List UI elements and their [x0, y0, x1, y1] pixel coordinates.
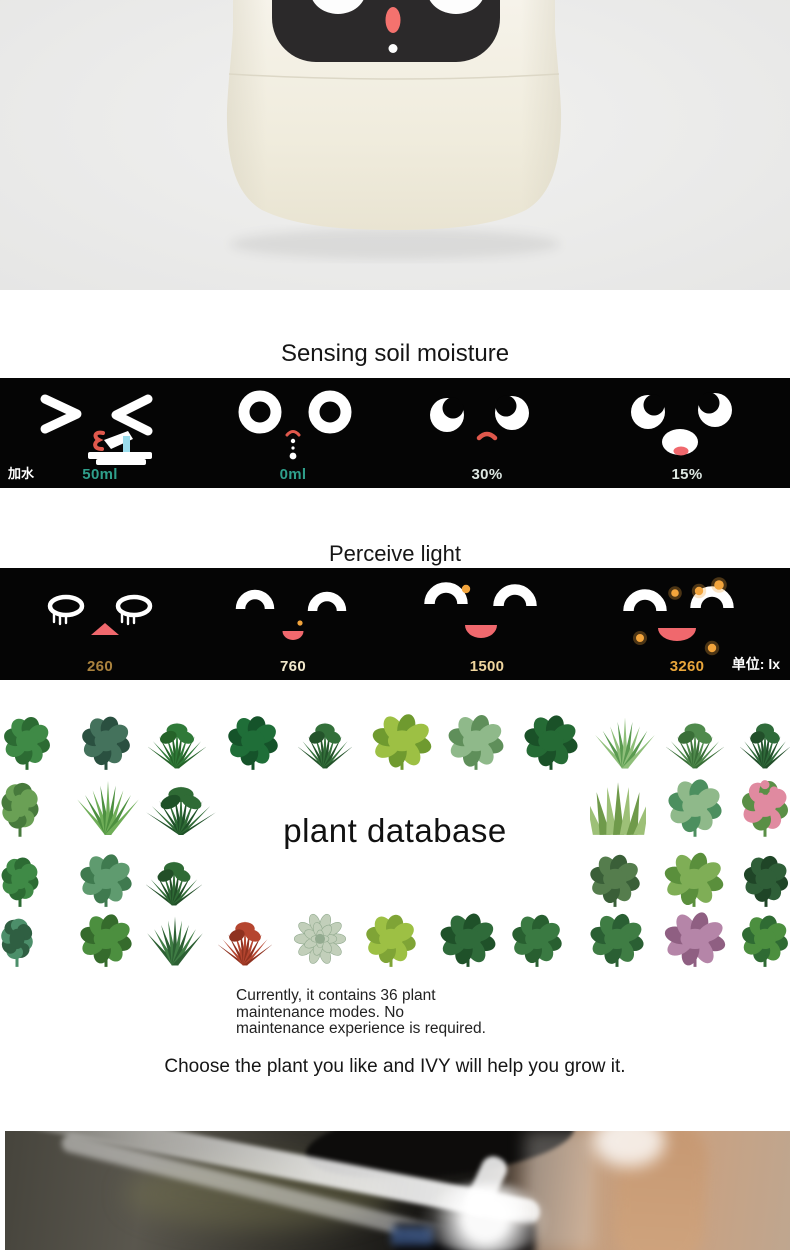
- mouth-dot: [388, 44, 398, 53]
- plant-thumbnail-bush: [370, 713, 434, 771]
- expression-face-squint_watering: 50ml: [10, 378, 190, 488]
- plant-database-grid: plant database: [0, 700, 790, 980]
- plant-thumbnail-bush: [0, 852, 40, 908]
- plant-thumbnail-bush: [80, 713, 132, 771]
- unit-label: 单位: lx: [731, 656, 780, 672]
- face-value-label: 15%: [671, 466, 703, 483]
- plant-thumbnail-bush: [446, 713, 506, 771]
- device-seam: [228, 73, 560, 80]
- worried_muzzle-icon: [631, 392, 732, 456]
- hero-product-photo: [0, 0, 790, 290]
- expression-face-happy_big: 1500: [397, 568, 577, 680]
- plant-modes-caption: Currently, it contains 36 plant maintena…: [236, 987, 536, 1038]
- expression-face-worried_muzzle: 15%: [597, 378, 777, 488]
- plant-thumbnail-bush: [438, 912, 498, 968]
- expression-face-sleepy: 260: [10, 568, 190, 680]
- expression-face-happy_small: 760: [203, 568, 383, 680]
- worried-icon: [430, 395, 529, 441]
- plant-thumbnail-bush: [666, 776, 724, 838]
- water-pouring-photo: [5, 1131, 790, 1250]
- plant-thumbnail-fern: [144, 852, 204, 908]
- plant-thumbnail-bush: [78, 852, 134, 908]
- face-value-label: 50ml: [82, 466, 118, 483]
- round_drip-icon: [238, 390, 352, 460]
- plant-thumbnail-bush: [2, 713, 52, 771]
- caption-line: maintenance experience is required.: [236, 1020, 486, 1038]
- caption-line: Currently, it contains 36 plant: [236, 987, 436, 1004]
- plant-thumbnail-bush: [0, 912, 34, 968]
- plant-thumbnail-succulent: [292, 912, 348, 968]
- plant-thumbnail-bush: [742, 852, 790, 908]
- plant-thumbnail-fern: [216, 912, 274, 968]
- plant-thumbnail-bush: [662, 852, 726, 908]
- plant-thumbnail-bush: [522, 713, 580, 771]
- sleepy-icon: [47, 594, 153, 635]
- expression-face-happy_sparkle: 3260: [597, 568, 777, 680]
- plant-thumbnail-bush: [588, 852, 642, 908]
- plant-thumbnail-spiky: [76, 776, 140, 838]
- happy_big-icon: [424, 582, 537, 638]
- plant-thumbnail-snake: [585, 776, 651, 838]
- plant-thumbnail-bush: [662, 912, 728, 968]
- face-value-label: 1500: [469, 658, 505, 675]
- plant-thumbnail-bush: [364, 912, 418, 968]
- plant-thumbnail-bush: [510, 912, 564, 968]
- plant-thumbnail-flower: [740, 776, 790, 838]
- plant-thumbnail-spiky: [594, 713, 656, 771]
- section-title-light: Perceive light: [328, 541, 462, 567]
- squint_watering-icon: [40, 394, 153, 465]
- plant-thumbnail-fern: [296, 713, 354, 771]
- plant-thumbnail-fern: [146, 713, 208, 771]
- device-screen: [272, 0, 500, 62]
- expression-face-worried: 30%: [397, 378, 577, 488]
- expression-face-round_drip: 0ml: [203, 378, 383, 488]
- plant-thumbnail-bush: [0, 776, 40, 838]
- plant-thumbnail-fern: [664, 713, 726, 771]
- section-title-moisture: Sensing soil moisture: [280, 339, 510, 367]
- plant-thumbnail-spiky: [146, 912, 204, 968]
- face-value-label: 3260: [669, 658, 705, 675]
- light-expression-strip: 单位: lx 260 760 1500 3260: [0, 568, 790, 680]
- plant-thumbnail-bush: [740, 912, 790, 968]
- happy_small-icon: [235, 589, 347, 640]
- face-value-label: 0ml: [279, 466, 307, 483]
- left-eye: [312, 0, 364, 14]
- nose: [385, 7, 401, 33]
- device-shadow: [230, 228, 560, 260]
- moisture-expression-strip: 加水 50ml 0ml 30% 15%: [0, 378, 790, 488]
- face-value-label: 760: [280, 658, 306, 675]
- plant-thumbnail-fern: [144, 776, 218, 838]
- plant-thumbnail-bush: [588, 912, 646, 968]
- planter-device-illustration: [226, 0, 562, 260]
- plant-thumbnail-fern: [739, 713, 790, 771]
- face-value-label: 30%: [471, 466, 503, 483]
- face-value-label: 260: [87, 658, 113, 675]
- plant-thumbnail-bush: [226, 713, 280, 771]
- plant-thumbnail-bush: [78, 912, 134, 968]
- add-water-label: 加水: [8, 466, 35, 481]
- plant-database-title: plant database: [283, 812, 507, 849]
- tagline: Choose the plant you like and IVY will h…: [164, 1056, 626, 1077]
- happy_sparkle-icon: [623, 577, 734, 656]
- caption-line: maintenance modes. No: [236, 1003, 405, 1021]
- right-eye: [429, 0, 483, 14]
- blue-reflection: [391, 1227, 433, 1245]
